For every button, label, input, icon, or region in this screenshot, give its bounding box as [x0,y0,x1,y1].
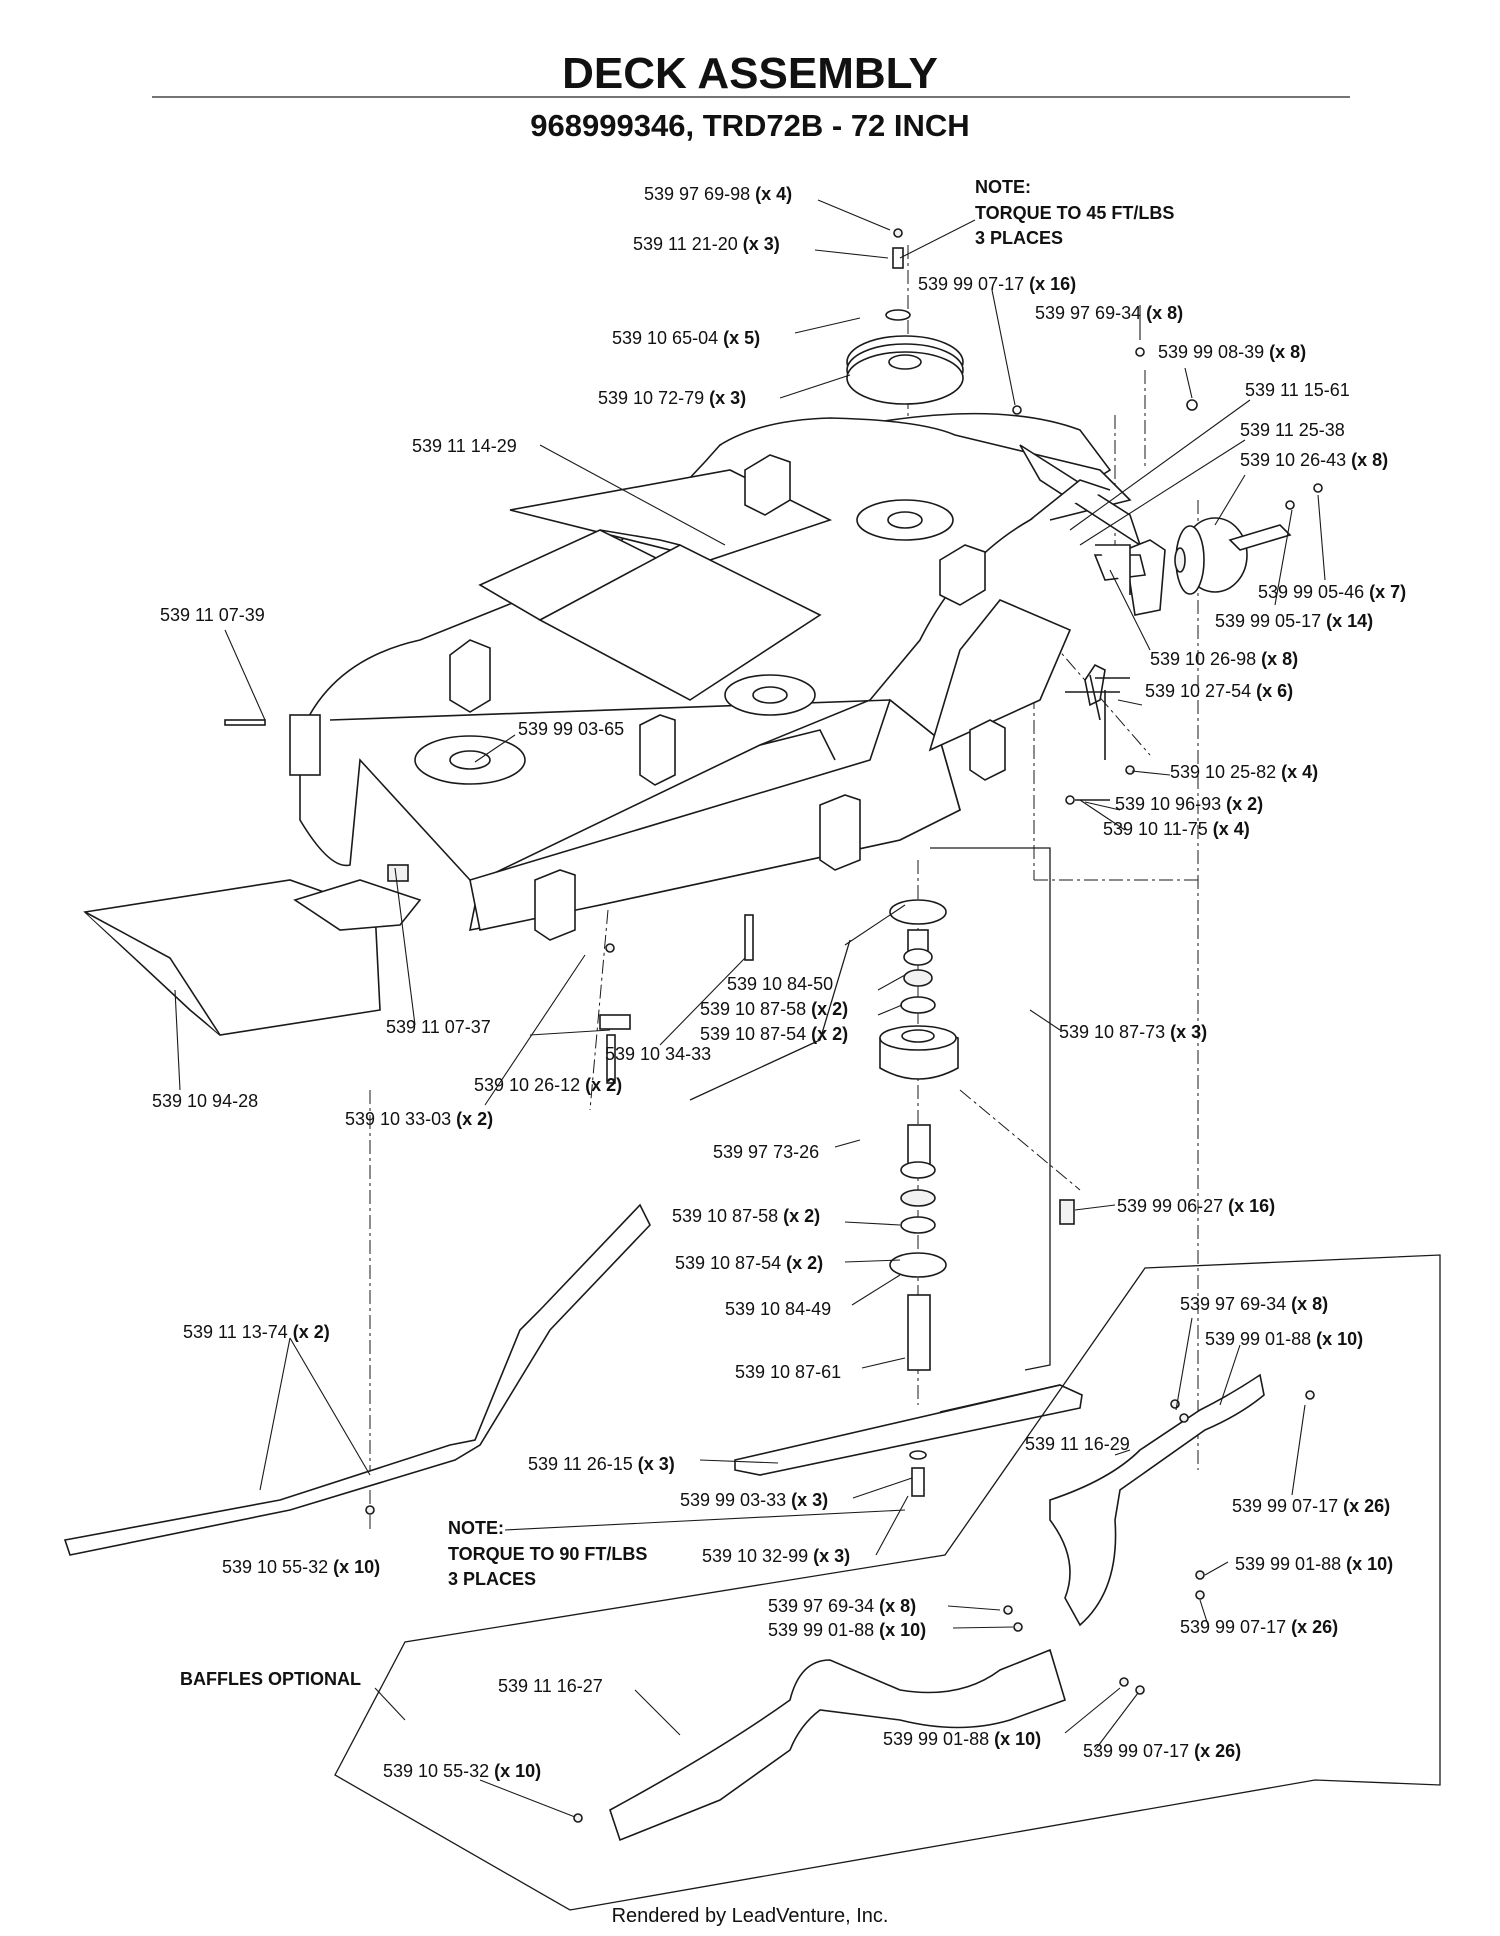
callout-539-10-33-03: 539 10 33-03 (x 2) [345,1109,493,1129]
discharge-deflector [83,714,422,1036]
callout-539-97-69-34-front: 539 97 69-34 (x 8) [768,1596,916,1616]
callout-539-10-55-32-baffle: 539 10 55-32 (x 10) [383,1761,541,1781]
callout-539-11-16-29: 539 11 16-29 [1025,1434,1130,1454]
callout-539-11-07-37: 539 11 07-37 [386,1017,491,1037]
callout-539-99-03-65: 539 99 03-65 [518,719,624,739]
callout-539-10-26-43: 539 10 26-43 (x 8) [1240,450,1388,470]
callout-539-10-55-32-shield: 539 10 55-32 (x 10) [222,1557,380,1577]
callout-539-10-96-93: 539 10 96-93 (x 2) [1115,794,1263,814]
svg-text:3 PLACES: 3 PLACES [448,1569,536,1589]
callout-539-11-21-20: 539 11 21-20 (x 3) [633,234,780,254]
callout-539-99-01-88-front-lower: 539 99 01-88 (x 10) [883,1729,1041,1749]
callout-539-10-84-49: 539 10 84-49 [725,1299,831,1319]
callout-539-11-07-39: 539 11 07-39 [160,605,265,625]
note-baffles-optional: BAFFLES OPTIONAL [180,1669,361,1689]
callout-539-97-69-34-rear: 539 97 69-34 (x 8) [1180,1294,1328,1314]
callout-539-10-84-50: 539 10 84-50 [727,974,833,994]
callout-539-99-07-17-front: 539 99 07-17 (x 26) [1083,1741,1241,1761]
page-subtitle: 968999346, TRD72B - 72 INCH [530,108,969,143]
callout-539-10-87-54-lower: 539 10 87-54 (x 2) [675,1253,823,1273]
parts-drawing [63,199,1441,1911]
callout-539-99-08-39: 539 99 08-39 (x 8) [1158,342,1306,362]
callout-539-10-87-58: 539 10 87-58 (x 2) [700,999,848,1019]
deck-top-plates [478,529,822,701]
callout-539-11-25-38: 539 11 25-38 [1240,420,1345,440]
callout-539-10-26-98: 539 10 26-98 (x 8) [1150,649,1298,669]
callout-539-11-15-61: 539 11 15-61 [1245,380,1350,400]
callout-539-99-07-17: 539 99 07-17 (x 16) [918,274,1076,294]
callout-539-10-94-28: 539 10 94-28 [152,1091,258,1111]
callout-539-10-25-82: 539 10 25-82 (x 4) [1170,762,1318,782]
page-title: DECK ASSEMBLY [562,49,938,98]
callout-539-10-72-79: 539 10 72-79 (x 3) [598,388,746,408]
callout-539-10-32-99: 539 10 32-99 (x 3) [702,1546,850,1566]
callout-539-10-26-12: 539 10 26-12 (x 2) [474,1075,622,1095]
callout-539-99-05-46: 539 99 05-46 (x 7) [1258,582,1406,602]
callout-539-10-87-61: 539 10 87-61 [735,1362,841,1382]
callout-539-10-87-58-lower: 539 10 87-58 (x 2) [672,1206,820,1226]
callout-539-10-87-54: 539 10 87-54 (x 2) [700,1024,848,1044]
callout-539-97-73-26: 539 97 73-26 [713,1142,819,1162]
callout-539-99-07-17-rear-lower: 539 99 07-17 (x 26) [1180,1617,1338,1637]
baffle-rear [1049,1373,1265,1627]
footer-credit: Rendered by LeadVenture, Inc. [612,1905,889,1927]
pulley-stack [846,228,1198,415]
callout-539-11-16-27: 539 11 16-27 [498,1676,603,1696]
callout-539-99-06-27: 539 99 06-27 (x 16) [1117,1196,1275,1216]
deck-spindle-holes [414,499,954,785]
callout-539-99-01-88-front: 539 99 01-88 (x 10) [768,1620,926,1640]
svg-text:TORQUE TO 45 FT/LBS: TORQUE TO 45 FT/LBS [975,203,1174,223]
part-callouts: 539 97 69-98 (x 4) 539 11 21-20 (x 3) 53… [152,184,1406,1781]
leader-lines [174,199,1326,1818]
gauge-wheel [1065,483,1323,805]
callout-539-97-69-98: 539 97 69-98 (x 4) [644,184,792,204]
svg-text:TORQUE TO 90 FT/LBS: TORQUE TO 90 FT/LBS [448,1544,647,1564]
note-torque-45: NOTE: TORQUE TO 45 FT/LBS 3 PLACES [975,177,1174,248]
callout-539-10-87-73: 539 10 87-73 (x 3) [1059,1022,1207,1042]
callout-539-10-11-75: 539 10 11-75 (x 4) [1103,819,1250,839]
blade [734,1384,1083,1476]
callout-539-99-01-88-rear-lower: 539 99 01-88 (x 10) [1235,1554,1393,1574]
callout-539-99-05-17: 539 99 05-17 (x 14) [1215,611,1373,631]
baffle-front [609,1648,1066,1842]
callout-539-11-26-15: 539 11 26-15 (x 3) [528,1454,675,1474]
callout-539-11-14-29: 539 11 14-29 [412,436,517,456]
callout-539-99-07-17-rear: 539 99 07-17 (x 26) [1232,1496,1390,1516]
callout-539-99-03-33: 539 99 03-33 (x 3) [680,1490,828,1510]
svg-text:NOTE:: NOTE: [975,177,1031,197]
callout-539-10-65-04: 539 10 65-04 (x 5) [612,328,760,348]
deck-brackets [449,454,1166,941]
svg-text:NOTE:: NOTE: [448,1518,504,1538]
assembly-frames [334,847,1441,1911]
callout-539-10-34-33: 539 10 34-33 [605,1044,711,1064]
callout-539-11-13-74: 539 11 13-74 (x 2) [183,1322,330,1342]
callout-539-99-01-88-rear: 539 99 01-88 (x 10) [1205,1329,1363,1349]
hardware-dots [224,719,1315,1823]
side-shield [63,1203,651,1556]
svg-text:3 PLACES: 3 PLACES [975,228,1063,248]
callout-539-10-27-54: 539 10 27-54 (x 6) [1145,681,1293,701]
callout-539-97-69-34: 539 97 69-34 (x 8) [1035,303,1183,323]
spindle-stack [879,899,1075,1497]
note-torque-90: NOTE: TORQUE TO 90 FT/LBS 3 PLACES [448,1518,647,1589]
